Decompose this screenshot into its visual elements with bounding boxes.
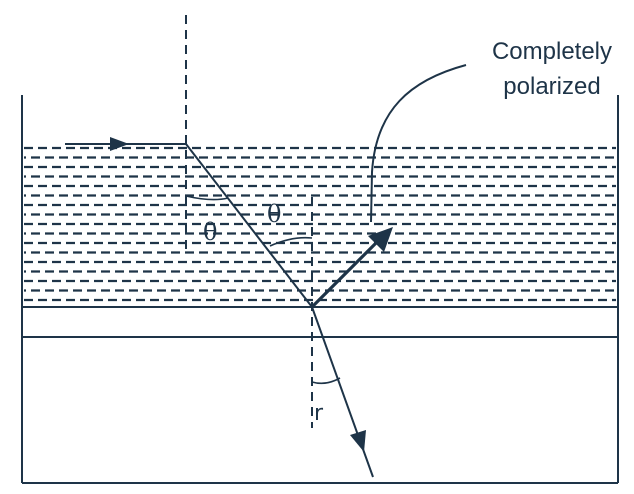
angle-arc-r [311, 377, 341, 385]
reflected-ray [310, 238, 381, 309]
angle-label-r: r [314, 401, 324, 426]
callout-pointer [370, 64, 467, 223]
refracted-ray-water [185, 143, 313, 308]
incident-ray-arrowhead [110, 137, 129, 151]
container [21, 95, 619, 484]
water-layer [24, 146, 616, 302]
reflected-ray-arrowhead [368, 227, 393, 252]
angle-arc-theta-1 [185, 195, 229, 201]
angle-arc-theta-2 [269, 236, 313, 247]
angle-label-theta-1: θ [203, 218, 217, 246]
refracted-ray-arrowhead [350, 430, 366, 452]
callout-label-line2: polarized [503, 73, 600, 100]
callout-label-line1: Completely [492, 38, 612, 65]
angle-label-theta-2: θ [267, 200, 281, 228]
